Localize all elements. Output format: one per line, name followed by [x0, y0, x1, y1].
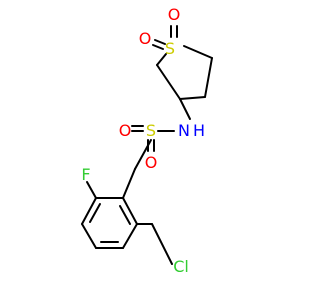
bond-c2-s: [156, 53, 167, 66]
atom-label-cl: Cl: [173, 257, 189, 276]
bond-s-o-left-a: [154, 39, 166, 45]
bond-s-ch2: [134, 139, 152, 170]
bond-cl-lead: [151, 223, 173, 265]
bond-c5-c6: [122, 223, 138, 249]
bond-c5-c4: [204, 57, 213, 98]
bond-c3-c2: [156, 64, 181, 100]
bond-c3-n: [179, 98, 191, 120]
bond-c2-f: [86, 181, 97, 199]
bond-c2-c3: [81, 197, 97, 225]
bond-inner-c6-c1: [119, 205, 131, 225]
bond-c6-c1: [122, 197, 138, 225]
benzene-ring: [81, 197, 138, 249]
atom-label-s-ring: S: [165, 39, 175, 58]
atom-label-h: H: [193, 121, 205, 140]
atom-label-f: F: [81, 165, 90, 184]
bond-c4-c3: [179, 96, 206, 100]
bond-c3-c4: [81, 223, 97, 249]
atom-label-s-sulfonamide: S: [146, 121, 156, 140]
bond-inner-c2-c3: [89, 203, 101, 223]
bond-s-c5: [183, 45, 213, 59]
bond-ch2-c1: [122, 168, 136, 199]
thiolane-ring: [156, 45, 213, 100]
bond-s-o-left-b: [152, 44, 164, 50]
atom-label-o-ring-left: O: [139, 29, 152, 48]
atom-label-o-sulfonamide-bottom: O: [145, 153, 158, 172]
structure-svg: S O O N H S O O F Cl: [81, 5, 213, 276]
atom-label-o-sulfonamide-left: O: [119, 121, 132, 140]
atom-label-o-ring-top: O: [168, 5, 181, 24]
molecule-diagram: S O O N H S O O F Cl: [81, 5, 213, 276]
atom-label-n: N: [178, 121, 190, 140]
